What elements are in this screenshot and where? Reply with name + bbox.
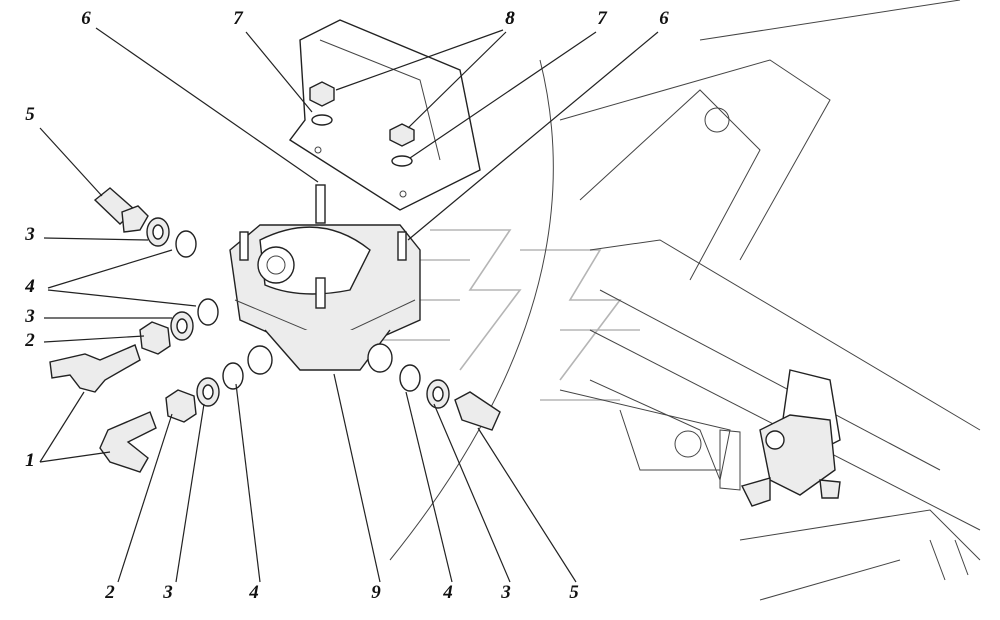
nuts-left (139, 321, 197, 423)
leader-line-5 (407, 31, 659, 241)
callout-number-6: 5 (25, 104, 35, 125)
callout-number-13: 1 (25, 450, 35, 471)
leader-line-17 (333, 373, 381, 583)
callout-number-12: 1 (25, 450, 35, 471)
callout-number-15: 3 (162, 582, 173, 603)
valve-body (229, 184, 421, 375)
callout-number-5: 6 (659, 8, 669, 29)
leader-line-14 (117, 413, 173, 583)
callout-number-1: 7 (233, 8, 244, 29)
callout-number-2: 8 (505, 8, 515, 29)
leader-line-12 (39, 391, 85, 463)
callout-number-9: 4 (24, 276, 35, 297)
callout-number-18: 4 (442, 582, 453, 603)
callout-number-4: 7 (597, 8, 608, 29)
elbow-fittings (49, 344, 157, 473)
leader-line-11 (43, 335, 145, 343)
callout-number-17: 9 (371, 582, 381, 603)
leader-line-13 (39, 451, 111, 463)
callout-number-20: 5 (569, 582, 579, 603)
leader-line-20 (477, 427, 577, 583)
callout-number-7: 3 (24, 224, 35, 245)
leader-line-9 (47, 289, 197, 307)
leader-line-19 (433, 403, 511, 583)
leader-line-1 (245, 31, 313, 113)
callout-number-19: 3 (500, 582, 511, 603)
callout-number-14: 2 (104, 582, 115, 603)
leader-line-0 (95, 27, 319, 183)
vehicle-frame (389, 0, 981, 601)
callout-number-10: 3 (24, 306, 35, 327)
bracket-nuts (309, 81, 415, 167)
callout-number-16: 4 (248, 582, 259, 603)
leader-line-18 (405, 391, 453, 583)
leader-line-4 (409, 31, 597, 159)
rings-right (399, 364, 501, 431)
leader-line-15 (175, 403, 205, 583)
mounting-bracket (288, 19, 481, 211)
installed-valve (719, 369, 841, 507)
fitting-left (93, 187, 149, 233)
leader-line-2 (335, 29, 504, 91)
leader-line-3 (407, 31, 507, 129)
leader-line-7 (43, 237, 149, 241)
callout-number-3: 8 (505, 8, 515, 29)
callout-number-0: 6 (81, 8, 91, 29)
leader-line-8 (47, 249, 173, 289)
rings-left (146, 217, 244, 407)
callout-number-11: 2 (24, 330, 35, 351)
leader-line-16 (235, 383, 261, 583)
leader-line-6 (39, 127, 103, 197)
callout-number-8: 4 (24, 276, 35, 297)
